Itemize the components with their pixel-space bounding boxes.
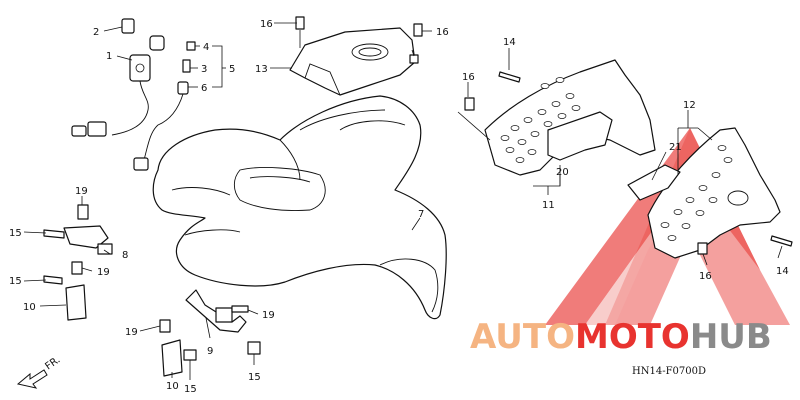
callout-3: 3: [201, 64, 207, 75]
watermark-logo: AUTOMOTOHUB: [470, 317, 772, 357]
callout-19-b: 19: [97, 267, 110, 278]
callout-16-top-right: 16: [436, 27, 449, 38]
callout-6: 6: [201, 83, 207, 94]
callouts: 2 1 4 3 5 6 16 13 16 16 14 7 20 11 12 21…: [9, 19, 789, 395]
callout-19-d: 19: [125, 327, 138, 338]
direction-label: FR.: [43, 355, 62, 373]
watermark-hub: HUB: [690, 317, 772, 357]
diagram-code: HN14-F0700D: [632, 366, 706, 377]
callout-4: 4: [203, 42, 209, 53]
callout-13: 13: [255, 64, 268, 75]
callout-21: 21: [669, 142, 682, 153]
callout-19-a: 19: [75, 186, 88, 197]
callout-9: 9: [207, 346, 213, 357]
callout-10-b: 10: [166, 381, 179, 392]
callout-5: 5: [229, 64, 235, 75]
front-direction-arrow: FR.: [16, 355, 62, 389]
vent-holes-left: [500, 77, 581, 163]
callout-7: 7: [418, 209, 424, 220]
front-fender-part-7: [152, 95, 447, 320]
callout-10-a: 10: [23, 302, 36, 313]
side-panel-part-11: [484, 59, 656, 176]
leader-lines: [23, 22, 783, 380]
top-cover-part-13: [289, 27, 416, 96]
callout-20: 20: [556, 167, 569, 178]
callout-2: 2: [93, 27, 99, 38]
watermark-auto: AUTO: [470, 317, 575, 357]
svg-text:AUTOMOTOHUB: AUTOMOTOHUB: [470, 317, 772, 357]
callout-11: 11: [542, 200, 555, 211]
callout-15-d: 15: [248, 372, 261, 383]
callout-16-right: 16: [699, 271, 712, 282]
callout-16-mid: 16: [462, 72, 475, 83]
callout-16-top-left: 16: [260, 19, 273, 30]
callout-8: 8: [122, 250, 128, 261]
callout-14-right: 14: [776, 266, 789, 277]
vent-holes-right: [660, 145, 733, 241]
callout-12: 12: [683, 100, 696, 111]
side-panel-part-12: [627, 127, 781, 259]
callout-15-b: 15: [9, 276, 22, 287]
callout-15-a: 15: [9, 228, 22, 239]
callout-19-c: 19: [262, 310, 275, 321]
callout-14-top: 14: [503, 37, 516, 48]
callout-1: 1: [106, 51, 112, 62]
callout-15-c: 15: [184, 384, 197, 395]
watermark-moto: MOTO: [575, 317, 690, 357]
hardware: [43, 16, 793, 377]
